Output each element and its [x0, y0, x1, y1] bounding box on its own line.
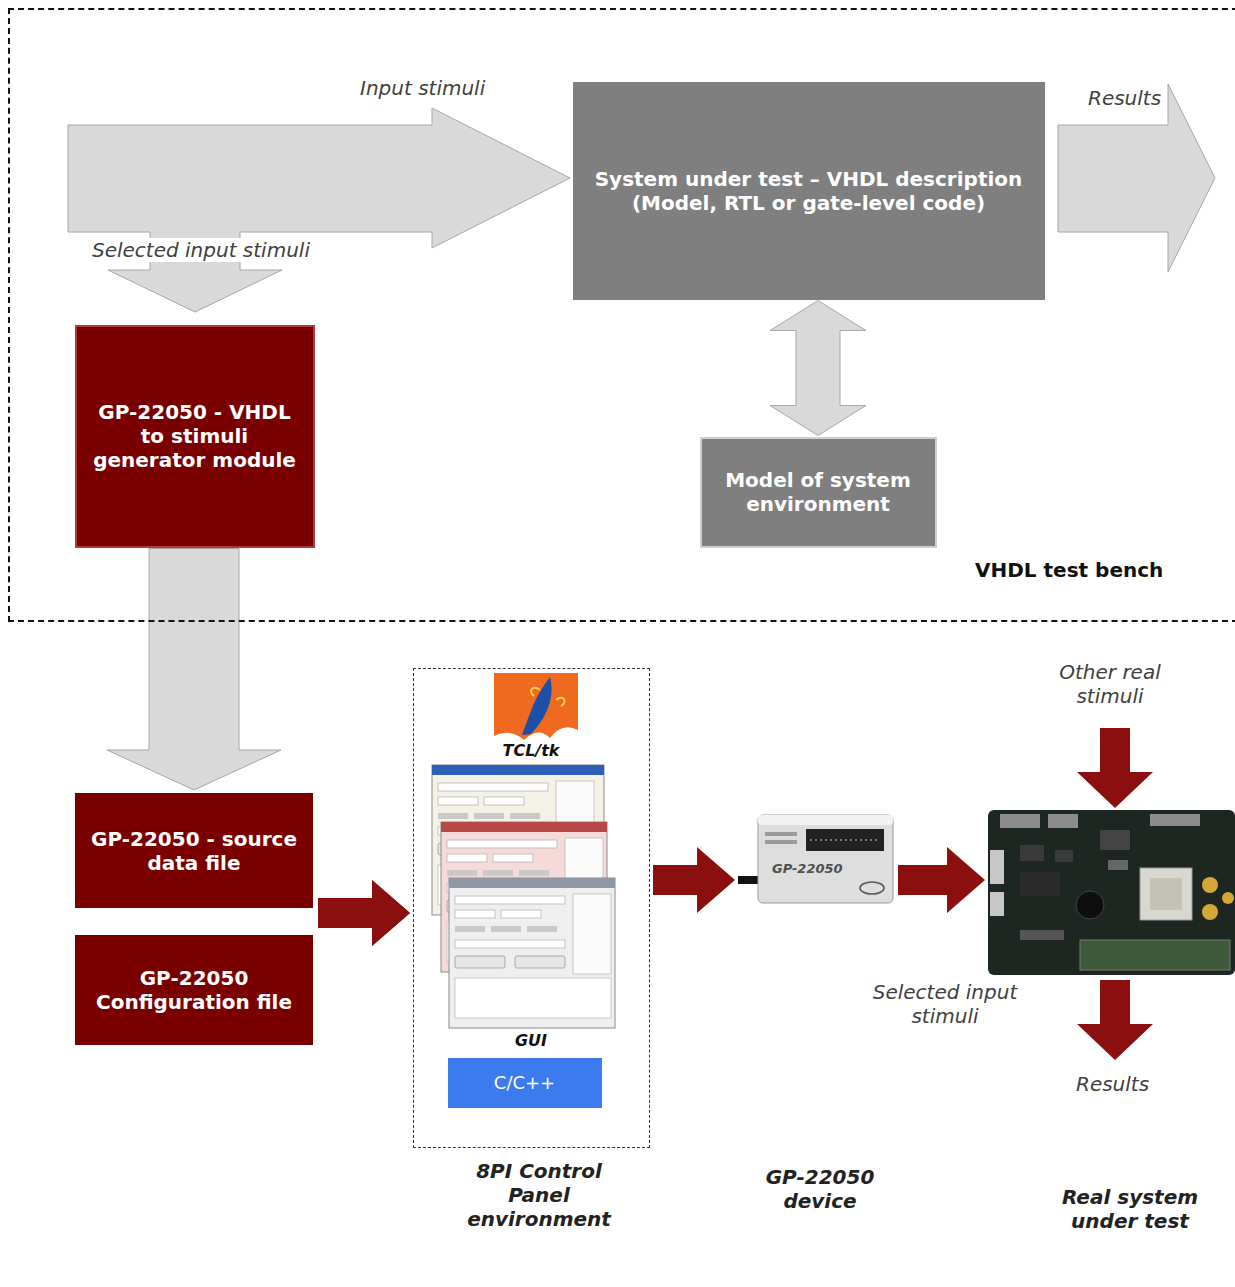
annotation-label: Other real stimuli: [1035, 660, 1185, 708]
language-box: C/C++: [448, 1058, 602, 1108]
stimuli-arrow: [68, 108, 570, 312]
label-slot: Results: [1076, 1072, 1149, 1096]
device-node: GP-22050 device: [738, 810, 895, 905]
node-text: GP-22050 device: [730, 1165, 910, 1213]
node-text: GUI: [414, 1031, 648, 1050]
node-text: Model of system environment: [714, 468, 923, 516]
tcl-logo: [494, 673, 578, 740]
node-text: GP-22050 - VHDL to stimuli generator mod…: [91, 400, 299, 472]
device-picture: [738, 815, 893, 903]
text-slot: GP-22050 device: [730, 1165, 910, 1213]
node-text: VHDL test bench: [975, 558, 1215, 582]
node-text: 8PI Control Panel environment: [454, 1159, 624, 1231]
annotation-label: Results: [1076, 1072, 1149, 1096]
annotation-label: Selected input stimuli: [870, 980, 1020, 1028]
node-text: GP-22050 - source data file: [87, 827, 301, 875]
environment-region: C/C++TCL/tkGUI8PI Control Panel environm…: [413, 668, 650, 1148]
block-arrow: [770, 301, 866, 436]
block-arrow: [318, 880, 410, 946]
text-holder: C/C++: [454, 1064, 596, 1102]
stimuli-arrow: [1077, 728, 1153, 808]
block-arrow: [318, 880, 410, 946]
label-slot: Selected input stimuli: [88, 238, 314, 262]
annotation-label: Selected input stimuli: [88, 238, 314, 262]
text-slot: VHDL test bench: [975, 558, 1215, 582]
results-arrow: [1058, 84, 1215, 272]
label-slot: GP-22050: [772, 858, 843, 877]
text-slot: 8PI Control Panel environment: [454, 1159, 624, 1231]
label-slot: Results: [1088, 86, 1161, 110]
board-picture: [988, 810, 1235, 975]
file-box: GP-22050 Configuration file: [75, 935, 313, 1045]
text-holder: GP-22050 - VHDL to stimuli generator mod…: [91, 341, 299, 532]
test-bench-region: System under test – VHDL description (Mo…: [8, 8, 1235, 622]
node-text: Real system under test: [1030, 1185, 1230, 1233]
block-arrow: [653, 847, 735, 913]
node-text: TCL/tk: [414, 741, 648, 760]
node-text: GP-22050 Configuration file: [87, 966, 301, 1014]
node-text: C/C++: [494, 1072, 555, 1094]
block-arrow: [898, 847, 985, 913]
label-slot: Input stimuli: [360, 76, 485, 100]
node-text: System under test – VHDL description (Mo…: [595, 167, 1023, 215]
text-holder: GP-22050 Configuration file: [87, 947, 301, 1033]
block-arrow: [107, 549, 281, 791]
process-box: Model of system environment: [700, 437, 937, 548]
annotation-label: Input stimuli: [360, 76, 485, 100]
annotation-label: GP-22050: [772, 861, 843, 877]
module-box: GP-22050 - VHDL to stimuli generator mod…: [75, 325, 315, 548]
label-slot: Other real stimuli: [1035, 660, 1185, 708]
annotation-label: Results: [1088, 86, 1161, 110]
gui-screenshots: [432, 765, 615, 1028]
text-slot: Real system under test: [1030, 1185, 1230, 1233]
file-box: GP-22050 - source data file: [75, 793, 313, 908]
text-slot: TCL/tk: [414, 741, 648, 760]
process-box: System under test – VHDL description (Mo…: [573, 82, 1045, 300]
label-slot: Selected input stimuli: [870, 980, 1020, 1028]
text-holder: Model of system environment: [714, 451, 923, 534]
board-node: Real system under test: [988, 810, 1235, 975]
text-holder: System under test – VHDL description (Mo…: [595, 104, 1023, 278]
results-arrow: [1077, 980, 1153, 1060]
text-holder: GP-22050 - source data file: [87, 805, 301, 896]
text-slot: GUI: [414, 1031, 648, 1050]
